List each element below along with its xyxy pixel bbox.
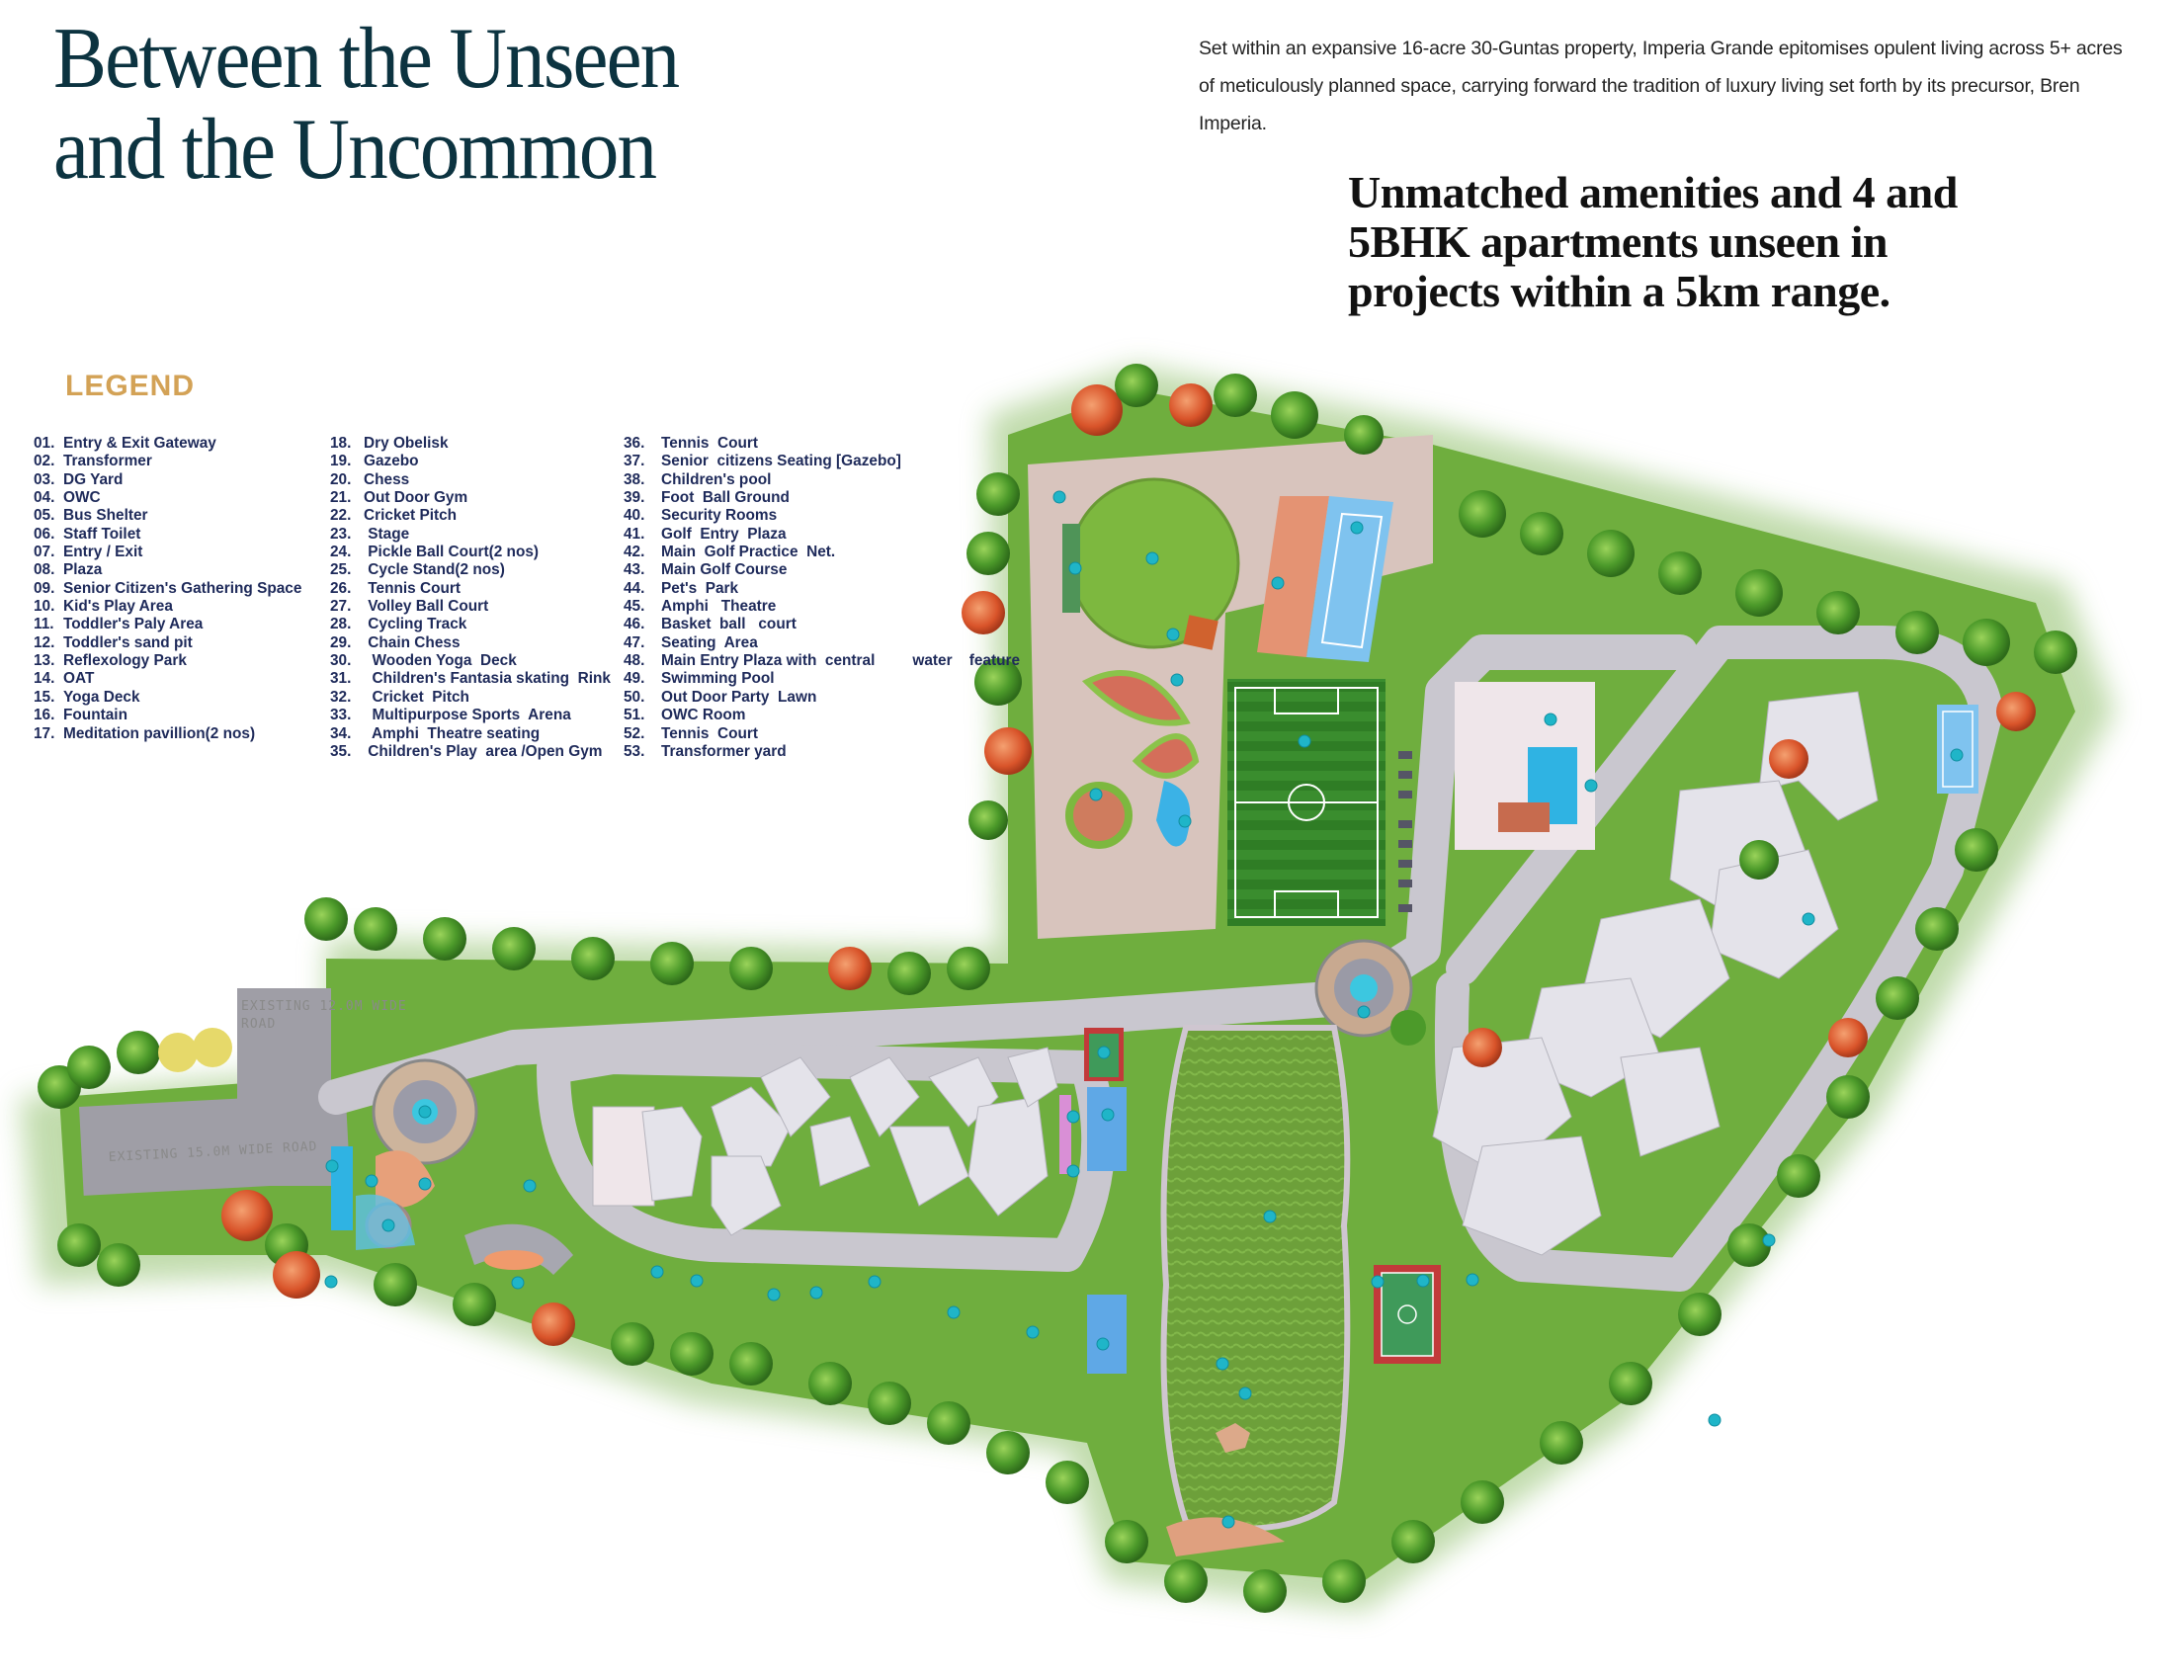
legend-item: 23. Stage xyxy=(330,525,410,543)
sports-courts-column xyxy=(1059,1028,1127,1374)
legend-item: 49.Swimming Pool xyxy=(624,670,775,688)
court-36-area xyxy=(1257,496,1393,662)
east-towers xyxy=(1432,691,1879,1256)
legend-item: 15.Yoga Deck xyxy=(34,688,140,706)
legend-item: 14.OAT xyxy=(34,670,95,688)
legend-item: 44.Pet's Park xyxy=(624,579,739,597)
amenity-markers xyxy=(324,490,1964,1529)
legend-column-2: 18.Dry Obelisk 19.Gazebo 20.Chess 21.Out… xyxy=(330,435,611,761)
page-title: Between the Unseen and the Uncommon xyxy=(53,11,680,198)
legend-item: 24. Pickle Ball Court(2 nos) xyxy=(330,544,540,561)
main-entry-plaza xyxy=(1314,939,1426,1046)
football-ground xyxy=(1227,679,1386,926)
page-title-line-2: and the Uncommon xyxy=(53,102,657,198)
legend-item: 29. Chain Chess xyxy=(330,633,461,651)
legend-item: 09.Senior Citizen's Gathering Space xyxy=(34,579,302,597)
legend-item: 28. Cycling Track xyxy=(330,616,467,633)
legend-item: 19.Gazebo xyxy=(330,453,419,470)
page-title-line-1: Between the Unseen xyxy=(53,11,680,107)
legend-item: 52.Tennis Court xyxy=(624,724,759,742)
legend-item: 35. Children's Play area /Open Gym xyxy=(330,742,603,760)
tagline-line-1: Unmatched amenities and 4 and xyxy=(1348,167,1958,217)
tagline-line-2: 5BHK apartments unseen in xyxy=(1348,216,1888,267)
legend-item: 06.Staff Toilet xyxy=(34,525,141,543)
legend-item: 47.Seating Area xyxy=(624,633,758,651)
legend-item: 21.Out Door Gym xyxy=(330,489,468,507)
legend-item: 11.Toddler's Paly Area xyxy=(34,616,204,633)
road-label-12m: EXISTING 12.0M WIDE xyxy=(241,999,407,1014)
legend-item: 30. Wooden Yoga Deck xyxy=(330,652,517,670)
legend-item: 43.Main Golf Course xyxy=(624,561,788,579)
central-towers xyxy=(592,1047,1058,1236)
legend-item: 37.Senior citizens Seating [Gazebo] xyxy=(624,453,901,470)
basketball-court xyxy=(1374,1265,1441,1364)
tagline: Unmatched amenities and 4 and 5BHK apart… xyxy=(1348,168,2079,316)
legend-item: 26. Tennis Court xyxy=(330,579,462,597)
legend-item: 04.OWC xyxy=(34,489,101,507)
legend-item: 25. Cycle Stand(2 nos) xyxy=(330,561,505,579)
legend-item: 05.Bus Shelter xyxy=(34,507,148,525)
road-label-12m-road: ROAD xyxy=(241,1017,276,1032)
clubhouse xyxy=(1455,682,1595,850)
legend-item: 36.Tennis Court xyxy=(624,435,759,452)
master-plan-map: EXISTING 15.0M WIDE ROAD EXISTING 12.0M … xyxy=(20,364,2115,1613)
legend-item: 01.Entry & Exit Gateway xyxy=(34,435,216,452)
legend-item: 18.Dry Obelisk xyxy=(330,435,449,452)
legend-heading: LEGEND xyxy=(65,370,196,402)
trees xyxy=(38,364,2077,1613)
legend-item: 12.Toddler's sand pit xyxy=(34,633,193,651)
golf-course xyxy=(1160,1025,1351,1532)
legend-item: 41.Golf Entry Plaza xyxy=(624,525,787,543)
legend-item: 33. Multipurpose Sports Arena xyxy=(330,707,571,724)
legend-item: 02.Transformer xyxy=(34,453,152,470)
legend-item: 40.Security Rooms xyxy=(624,507,778,525)
existing-roads: EXISTING 15.0M WIDE ROAD EXISTING 12.0M … xyxy=(79,988,407,1196)
legend-item: 22.Cricket Pitch xyxy=(330,507,458,525)
legend-item: 32. Cricket Pitch xyxy=(330,688,469,706)
golf-entry-plaza xyxy=(1166,1517,1285,1556)
legend-item: 07.Entry / Exit xyxy=(34,544,143,561)
legend-column-3: 36.Tennis Court 37.Senior citizens Seati… xyxy=(624,435,1020,761)
intro-paragraph: Set within an expansive 16-acre 30-Gunta… xyxy=(1199,38,2123,134)
legend-item: 42.Main Golf Practice Net. xyxy=(624,544,836,561)
legend-item: 31. Children's Fantasia skating Rink xyxy=(330,670,611,688)
legend-column-1: 01.Entry & Exit Gateway 02.Transformer 0… xyxy=(34,435,301,743)
golf-green-sand xyxy=(1216,1423,1250,1453)
legend-item: 17.Meditation pavillion(2 nos) xyxy=(34,724,256,742)
legend-item: 03.DG Yard xyxy=(34,470,124,488)
legend-item: 34. Amphi Theatre seating xyxy=(330,724,541,742)
legend-item: 16.Fountain xyxy=(34,707,127,724)
legend-item: 39.Foot Ball Ground xyxy=(624,489,790,507)
legend-item: 50.Out Door Party Lawn xyxy=(624,688,817,706)
legend-item: 20.Chess xyxy=(330,470,410,488)
tagline-line-3: projects within a 5km range. xyxy=(1348,266,1890,316)
legend-item: 46.Basket ball court xyxy=(624,616,797,633)
legend-item: 08.Plaza xyxy=(34,561,103,579)
legend-item: 45.Amphi Theatre xyxy=(624,598,777,616)
legend-item: 38.Children's pool xyxy=(624,470,772,488)
legend-item: 13.Reflexology Park xyxy=(34,652,187,670)
legend-item: 10.Kid's Play Area xyxy=(34,598,173,616)
legend-item: 27. Volley Ball Court xyxy=(330,598,489,616)
parking-east xyxy=(1398,751,1412,912)
legend-item: 53.Transformer yard xyxy=(624,742,787,760)
legend-item: 51.OWC Room xyxy=(624,707,746,724)
